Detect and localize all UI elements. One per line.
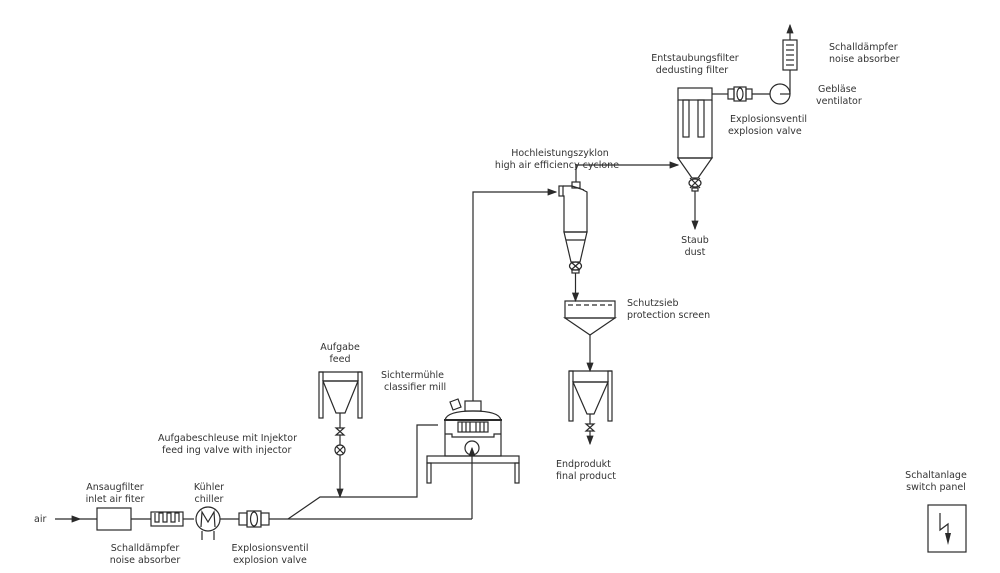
final-product-label-de: Endprodukt [556, 459, 611, 470]
cyclone-label-de: Hochleistungszyklon [511, 148, 609, 159]
chiller-motor-icon [195, 506, 221, 532]
dust-label-en: dust [685, 247, 706, 258]
outlet-explosion-valve-label-en: explosion valve [728, 126, 802, 137]
outlet-noise-absorber: Schalldämpfer noise absorber [782, 23, 900, 71]
feeding-valve-label-de: Aufgabeschleuse mit Injektor [158, 433, 297, 444]
cyclone: Hochleistungszyklon high air efficiency … [495, 148, 619, 303]
pipe-mill-to-cyclone [472, 188, 558, 401]
explosion-valve-icon [736, 87, 744, 101]
explosion-valve-icon [249, 511, 259, 527]
outlet-explosion-valve-label-de: Explosionsventil [730, 114, 807, 125]
feeding-valve-label-en: feed ing valve with injector [162, 445, 291, 456]
mill-label-en: classifier mill [384, 382, 446, 393]
outlet-silencer-label-de: Schalldämpfer [829, 42, 898, 53]
inlet-explosion-valve-label-de: Explosionsventil [232, 543, 309, 554]
filter-label-de: Entstaubungsfilter [651, 53, 739, 64]
inlet-silencer-label-de: Schalldämpfer [111, 543, 180, 554]
protection-screen: Schutzsieb protection screen [563, 298, 710, 373]
air-inlet: air [34, 514, 97, 525]
inlet-filter-label-de: Ansaugfilter [86, 482, 144, 493]
screen-label-en: protection screen [627, 310, 710, 321]
classifier-mill: Sichtermühle classifier mill [381, 370, 520, 484]
ventilator: Gebläse ventilator [769, 70, 862, 107]
screen-label-de: Schutzsieb [627, 298, 678, 309]
rotary-valve-icon [334, 427, 346, 436]
chiller-label-en: chiller [195, 494, 224, 505]
inlet-filter-label-en: inlet air fiter [86, 494, 145, 505]
high-voltage-icon [939, 513, 949, 535]
inlet-air-filter: Ansaugfilter inlet air fiter [86, 482, 151, 531]
fan-label-de: Gebläse [818, 84, 857, 95]
filter-bag [682, 99, 690, 138]
pipe-cyclone-to-filter [575, 161, 680, 169]
filter-discharge-valve-icon [688, 178, 702, 188]
product-valve-icon [584, 423, 596, 432]
air-label: air [34, 514, 46, 525]
switch-panel-label-en: switch panel [906, 482, 966, 493]
grinding-disk-icon [464, 440, 480, 456]
dust-label-de: Staub [681, 235, 709, 246]
feed-label-de: Aufgabe [320, 342, 360, 353]
fan-label-en: ventilator [816, 96, 862, 107]
switch-panel-box [927, 504, 967, 553]
switch-panel-label-de: Schaltanlage [905, 470, 967, 481]
switch-panel: Schaltanlage switch panel [905, 470, 967, 553]
cyclone-label-en: high air efficiency cyclone [495, 160, 619, 171]
chiller: Kühler chiller [194, 482, 239, 540]
air-pipe-to-mill [269, 424, 476, 520]
final-product-label-en: final product [556, 471, 616, 482]
inlet-noise-absorber: Schalldämpfer noise absorber [110, 511, 194, 566]
chiller-label-de: Kühler [194, 482, 224, 493]
dedusting-filter: Entstaubungsfilter dedusting filter Stau… [651, 53, 739, 258]
feed-hopper: Aufgabe feed Aufgabeschleuse mit Injekto… [158, 342, 363, 499]
outlet-explosion-valve: Explosionsventil explosion valve [727, 86, 807, 137]
inlet-silencer-label-en: noise absorber [110, 555, 181, 566]
filter-label-en: dedusting filter [656, 65, 729, 76]
feed-label-en: feed [329, 354, 350, 365]
final-product-hopper: Endprodukt final product [556, 370, 616, 482]
filter-bag [697, 99, 705, 138]
inlet-filter-box [96, 507, 132, 531]
outlet-silencer-label-en: noise absorber [829, 54, 900, 65]
mill-label-de: Sichtermühle [381, 370, 444, 381]
inlet-explosion-valve-label-en: explosion valve [233, 555, 307, 566]
